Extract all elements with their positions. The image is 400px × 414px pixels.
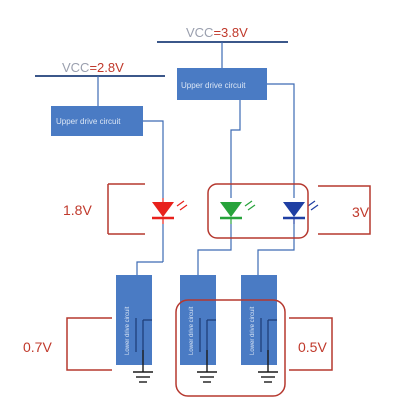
mos-left-voltage: 0.7V	[23, 339, 52, 355]
lower-drive-left-label: Lower drive circuit	[125, 306, 131, 355]
wire-red-drop	[136, 261, 163, 275]
lower-drive-left-switch	[135, 318, 152, 352]
annot-mos-right-bracket	[289, 317, 333, 371]
led-red-emission-icon	[176, 200, 188, 211]
upper-drive-right-label: Upper drive circuit	[181, 81, 246, 90]
red-led-voltage: 1.8V	[63, 202, 92, 218]
annot-gb-bracket	[318, 185, 371, 235]
ground-left-icon	[133, 350, 153, 383]
annot-mos-left-bracket	[66, 317, 112, 371]
vcc-left-name: VCC	[62, 60, 89, 75]
vcc-right: VCC=3.8V	[157, 25, 288, 68]
mos-group-voltage: 0.5V	[298, 339, 327, 355]
led-red-symbol	[152, 202, 174, 217]
annot-gb-led-group	[207, 183, 309, 239]
annot-mos-group	[175, 299, 286, 397]
lower-drive-right-label: Lower drive circuit	[250, 306, 256, 355]
upper-drive-left: Upper drive circuit	[51, 106, 143, 136]
upper-wires	[143, 83, 295, 198]
wire-red-led	[143, 120, 164, 198]
lower-drive-left: Lower drive circuit	[116, 275, 152, 365]
vcc-right-value: =3.8V	[213, 25, 248, 40]
vcc-left-value: =2.8V	[89, 60, 124, 75]
led-blue-symbol	[283, 202, 305, 217]
lower-drive-mid-switch	[199, 318, 216, 352]
annot-red-led	[107, 183, 145, 235]
led-green-symbol	[220, 202, 242, 217]
led-blue	[283, 200, 319, 224]
lower-drive-mid: Lower drive circuit	[180, 275, 216, 365]
led-red	[152, 198, 188, 224]
led-green	[220, 200, 256, 224]
gb-led-voltage: 3V	[352, 204, 370, 220]
wire-blue-to-mos	[257, 224, 295, 275]
lower-drive-right: Lower drive circuit	[241, 275, 277, 365]
lower-drive-right-switch	[260, 318, 277, 352]
wire-blue-led	[267, 83, 295, 198]
svg-text:VCC=3.8V: VCC=3.8V	[186, 25, 248, 40]
wire-green-to-mos	[197, 224, 232, 275]
vcc-left: VCC=2.8V	[35, 60, 165, 106]
lower-wires	[136, 224, 295, 275]
upper-drive-left-box	[51, 106, 143, 136]
upper-drive-right: Upper drive circuit	[177, 68, 267, 100]
svg-text:VCC=2.8V: VCC=2.8V	[62, 60, 124, 75]
wire-green-led	[230, 100, 241, 198]
vcc-right-name: VCC	[186, 25, 213, 40]
upper-drive-right-box	[177, 68, 267, 100]
led-blue-emission-icon	[307, 200, 319, 211]
upper-drive-left-label: Upper drive circuit	[56, 117, 121, 126]
ground-mid-icon	[197, 350, 217, 383]
lower-drive-mid-label: Lower drive circuit	[189, 306, 195, 355]
ground-right-icon	[258, 350, 278, 383]
led-green-emission-icon	[244, 200, 256, 211]
